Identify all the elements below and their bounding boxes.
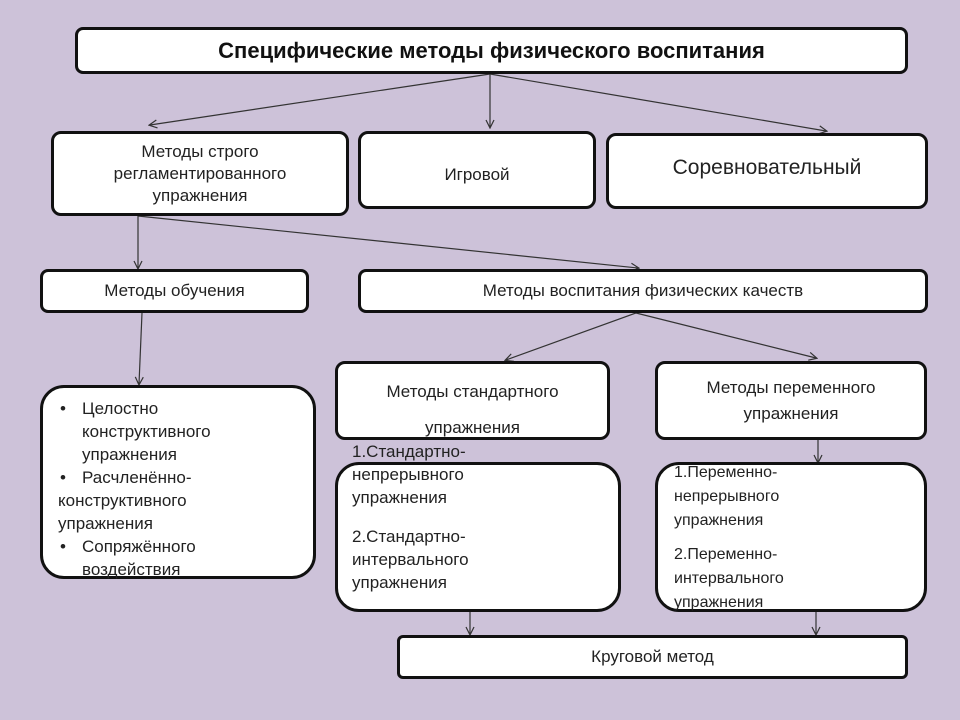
list-item-text: интервального: [352, 550, 469, 569]
strict-line-1: Методы строго: [141, 141, 259, 161]
strict-methods-box: Методы строго регламентированного упражн…: [51, 131, 349, 216]
list-item-text: конструктивного: [82, 422, 211, 441]
standard-items-box: [335, 462, 621, 612]
game-method-label: Игровой: [444, 165, 510, 184]
circuit-method-box: Круговой метод: [397, 635, 908, 679]
competitive-method-box: Соревновательный: [606, 133, 928, 209]
list-item: 1.Стандартно-непрерывного упражнения: [352, 440, 469, 509]
qualities-methods-label: Методы воспитания физических качеств: [482, 281, 804, 300]
arrow-title-to-competitive: [489, 73, 826, 131]
competitive-method-label: Соревновательный: [672, 156, 862, 179]
list-item-text: 2.Стандартно-: [352, 527, 466, 546]
list-item-text: упражнения: [82, 445, 177, 464]
strict-line-2: регламентированного: [113, 163, 287, 183]
list-item-text: упражнения: [352, 488, 447, 507]
list-item-text: непрерывного: [352, 465, 464, 484]
arrow-qualities-to-standard: [506, 312, 637, 360]
arrow-title-to-strict: [150, 73, 491, 125]
arrow-qualities-to-variable: [635, 312, 816, 358]
list-item-text: конструктивного: [58, 491, 187, 510]
list-item-text: 1.Переменно-: [674, 464, 778, 481]
list-item-text: упражнения: [58, 514, 153, 533]
teaching-methods-box: Методы обучения: [40, 269, 309, 313]
variable-items: 1.Переменно-непрерывного упражнения 2.Пер…: [674, 461, 784, 615]
list-item-text: упражнения: [352, 573, 447, 592]
game-method-box: Игровой: [358, 131, 596, 209]
list-item: 2.Переменно-интервального упражнения: [674, 543, 784, 615]
list-item-text: Расчленённо-: [82, 468, 192, 487]
standard-methods-box: Методы стандартного упражнения: [335, 361, 610, 440]
variable-methods-box: Методы переменного упражнения: [655, 361, 927, 440]
list-item-text: непрерывного: [674, 488, 780, 505]
strict-line-3: упражнения: [152, 185, 248, 205]
list-item-text: воздействия: [82, 560, 181, 579]
list-item-text: 2.Переменно-: [674, 546, 778, 563]
list-item-text: Сопряжённого: [82, 537, 196, 556]
list-item-text: интервального: [674, 570, 784, 587]
list-item: • Расчленённо-: [60, 468, 192, 487]
variable-title-line-2: упражнения: [743, 403, 839, 423]
circuit-method-label: Круговой метод: [591, 647, 714, 666]
list-item: 2.Стандартно-интервального упражнения: [352, 525, 469, 594]
list-item-text: упражнения: [674, 594, 764, 611]
arrow-strict-to-qualities: [137, 215, 638, 268]
list-item-text: 1.Стандартно-: [352, 442, 466, 461]
qualities-methods-box: Методы воспитания физических качеств: [358, 269, 928, 313]
page-title: Специфические методы физического воспита…: [218, 37, 765, 63]
list-item: 1.Переменно-непрерывного упражнения: [674, 461, 784, 533]
list-item-text: упражнения: [674, 512, 764, 529]
arrow-teaching-to-list: [139, 312, 142, 384]
teaching-list-box: [40, 385, 316, 579]
standard-items: 1.Стандартно-непрерывного упражнения 2.Ст…: [352, 440, 469, 594]
title-box: Специфические методы физического воспита…: [75, 27, 908, 74]
teaching-methods-label: Методы обучения: [104, 281, 245, 300]
standard-title-line-2: упражнения: [425, 418, 520, 437]
standard-title-line-1: Методы стандартного: [386, 382, 559, 401]
list-item-text: Целостно: [82, 399, 159, 418]
variable-items-box: [655, 462, 927, 612]
variable-title-line-1: Методы переменного: [706, 377, 876, 397]
standard-title: Методы стандартного упражнения: [386, 374, 558, 446]
